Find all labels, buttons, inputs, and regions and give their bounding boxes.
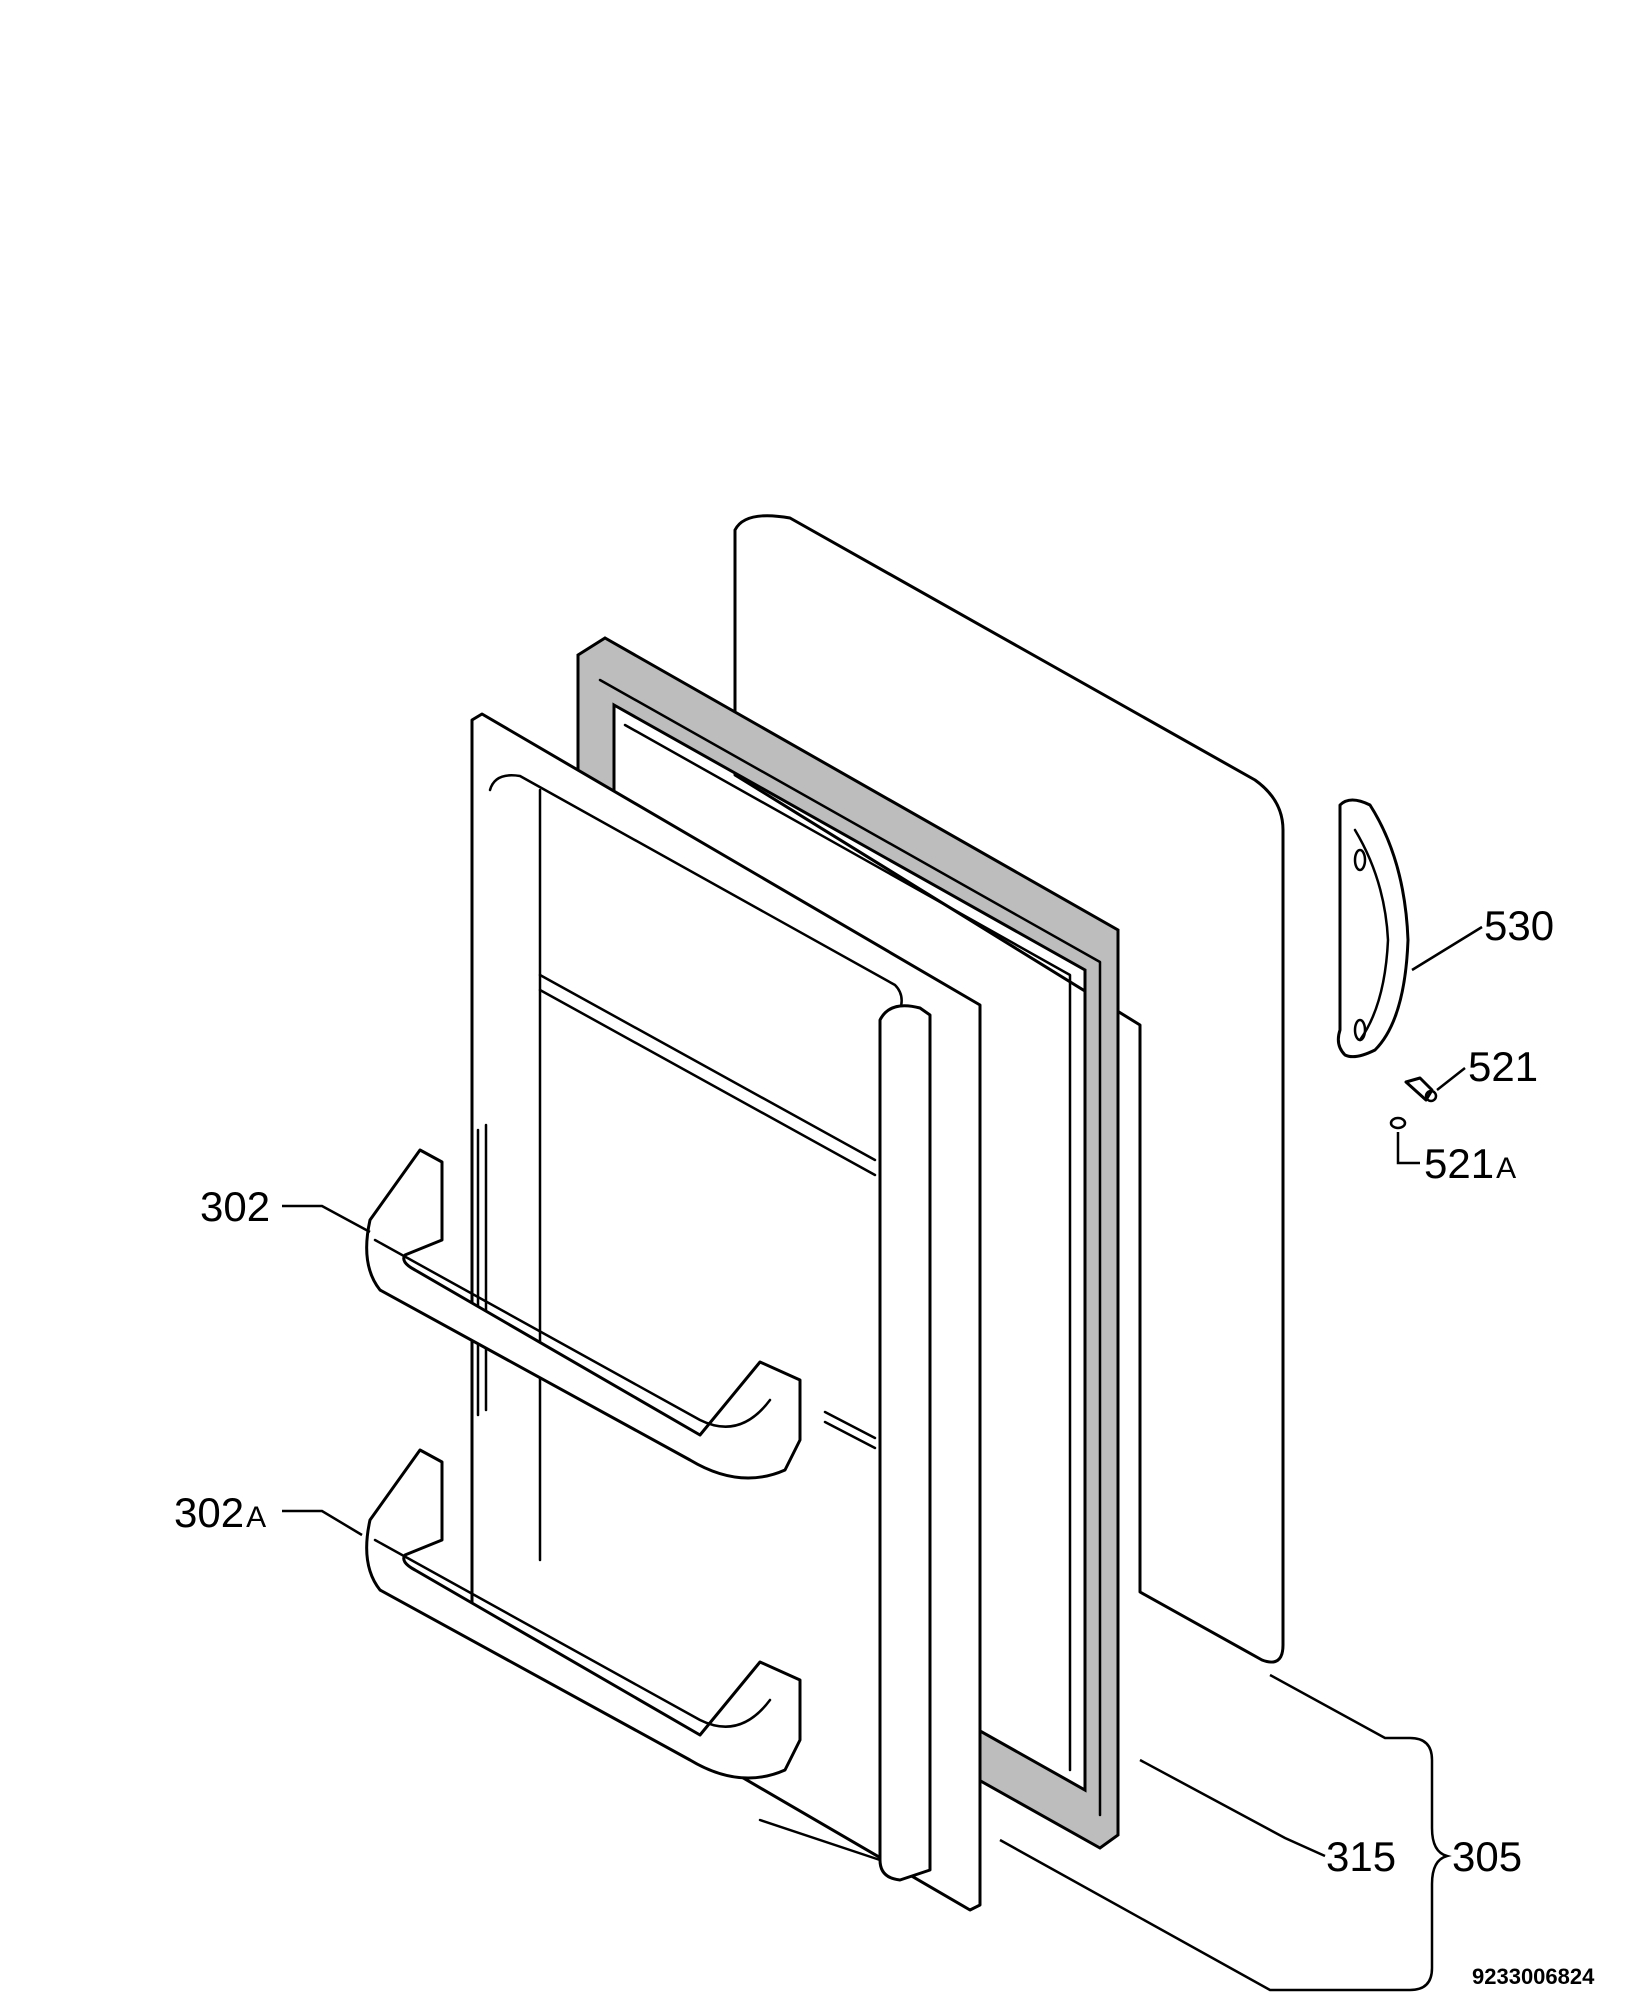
- door-shelf-302: [365, 1148, 802, 1480]
- label-530: 530: [1484, 902, 1554, 949]
- inner-door-liner: [470, 712, 982, 1912]
- label-302: 302: [200, 1183, 270, 1230]
- label-302a-number: 302: [174, 1489, 244, 1536]
- label-521: 521: [1468, 1043, 1538, 1090]
- label-305: 305: [1452, 1833, 1522, 1880]
- label-302a-suffix: A: [246, 1501, 266, 1534]
- leader-lines: [282, 925, 1483, 1992]
- label-521a-number: 521: [1424, 1140, 1494, 1187]
- label-302a: 302A: [174, 1489, 266, 1536]
- screw-521: [1404, 1076, 1438, 1103]
- label-521a-suffix: A: [1496, 1152, 1516, 1185]
- label-315: 315: [1326, 1833, 1396, 1880]
- door-handle-530: [1336, 798, 1410, 1059]
- diagram-reference-code: 9233006824: [1472, 1964, 1595, 1989]
- door-shelf-302a: [365, 1448, 802, 1780]
- washer-521a: [1389, 1116, 1407, 1130]
- label-521a: 521A: [1424, 1140, 1516, 1187]
